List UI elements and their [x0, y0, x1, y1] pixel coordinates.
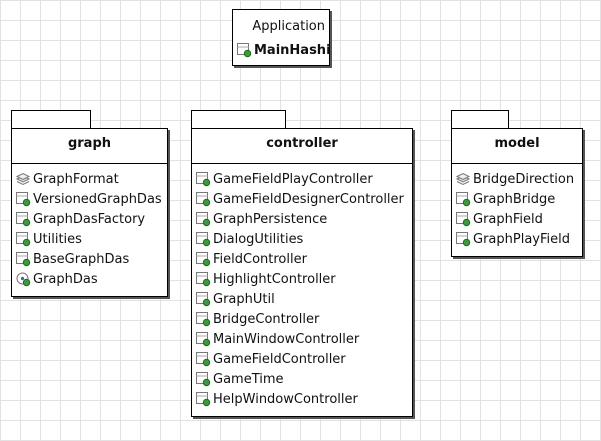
package-item[interactable]: GameFieldController — [195, 349, 410, 369]
package-item[interactable]: Utilities — [15, 229, 165, 249]
class-icon — [196, 292, 211, 307]
package-item[interactable]: GraphField — [455, 209, 580, 229]
package-item-label: DialogUtilities — [213, 231, 304, 247]
class-icon — [456, 212, 471, 227]
class-icon — [237, 43, 252, 58]
package-item[interactable]: GraphPersistence — [195, 209, 410, 229]
application-box[interactable]: Application MainHashi — [232, 9, 331, 66]
package-item-label: BridgeDirection — [473, 171, 575, 187]
package-item-label: BaseGraphDas — [33, 251, 130, 267]
class-icon — [196, 192, 211, 207]
package-tab — [451, 110, 509, 129]
package-item-label: GameTime — [213, 371, 284, 387]
class-icon — [196, 312, 211, 327]
package-item-label: HelpWindowController — [213, 391, 358, 407]
package-item[interactable]: GraphBridge — [455, 189, 580, 209]
package-divider — [192, 163, 412, 164]
package-item-label: FieldController — [213, 251, 307, 267]
package-item[interactable]: GameFieldDesignerController — [195, 189, 410, 209]
package-item[interactable]: HighlightController — [195, 269, 410, 289]
package-item-label: GraphDas — [33, 271, 98, 287]
class-icon — [16, 192, 31, 207]
class-icon — [16, 212, 31, 227]
package-item-label: GameFieldPlayController — [213, 171, 373, 187]
class-icon — [196, 372, 211, 387]
package-item[interactable]: HelpWindowController — [195, 389, 410, 409]
package-item-label: GraphPlayField — [473, 231, 570, 247]
class-icon — [196, 352, 211, 367]
package-item[interactable]: FieldController — [195, 249, 410, 269]
package-item-label: BridgeController — [213, 311, 320, 327]
class-icon — [196, 212, 211, 227]
package-item-label: GraphPersistence — [213, 211, 328, 227]
package-item-label: Utilities — [33, 231, 82, 247]
package-item-label: MainWindowController — [213, 331, 360, 347]
package-item-label: GraphBridge — [473, 191, 556, 207]
package-item[interactable]: GameFieldPlayController — [195, 169, 410, 189]
package-item[interactable]: BridgeController — [195, 309, 410, 329]
package-item[interactable]: BridgeDirection — [455, 169, 580, 189]
class-icon — [196, 332, 211, 347]
class-icon — [196, 252, 211, 267]
package-name: model — [494, 136, 540, 151]
package-item[interactable]: GraphUtil — [195, 289, 410, 309]
package-item[interactable]: DialogUtilities — [195, 229, 410, 249]
package-item-label: GameFieldDesignerController — [213, 191, 404, 207]
package-item[interactable]: GraphFormat — [15, 169, 165, 189]
package-item[interactable]: BaseGraphDas — [15, 249, 165, 269]
class-icon — [196, 392, 211, 407]
enum-icon — [15, 172, 31, 186]
class-icon — [16, 232, 31, 247]
class-icon — [456, 232, 471, 247]
package-item-label: GraphField — [473, 211, 543, 227]
main-class-label: MainHashi — [254, 42, 331, 58]
class-icon — [196, 232, 211, 247]
package-name: graph — [67, 136, 112, 151]
package-item-label: VersionedGraphDas — [33, 191, 162, 207]
package-item[interactable]: GraphPlayField — [455, 229, 580, 249]
package-tab — [191, 110, 286, 129]
package-tab — [11, 110, 91, 129]
package-item-label: GraphUtil — [213, 291, 275, 307]
package-item[interactable]: MainWindowController — [195, 329, 410, 349]
package-item-label: GraphFormat — [33, 171, 119, 187]
main-class-entry[interactable]: MainHashi — [236, 42, 331, 58]
package-name: controller — [266, 136, 338, 151]
package-item[interactable]: VersionedGraphDas — [15, 189, 165, 209]
interface-icon — [16, 272, 31, 287]
package-divider — [12, 163, 167, 164]
class-icon — [456, 192, 471, 207]
package-item-label: GraphDasFactory — [33, 211, 146, 227]
package-item-label: GameFieldController — [213, 351, 346, 367]
application-stereotype: Application — [252, 19, 325, 34]
class-icon — [16, 252, 31, 267]
class-icon — [196, 272, 211, 287]
package-item[interactable]: GraphDas — [15, 269, 165, 289]
package-divider — [452, 163, 582, 164]
enum-icon — [455, 172, 471, 186]
package-item[interactable]: GraphDasFactory — [15, 209, 165, 229]
package-item[interactable]: GameTime — [195, 369, 410, 389]
package-item-label: HighlightController — [213, 271, 336, 287]
class-icon — [196, 172, 211, 187]
